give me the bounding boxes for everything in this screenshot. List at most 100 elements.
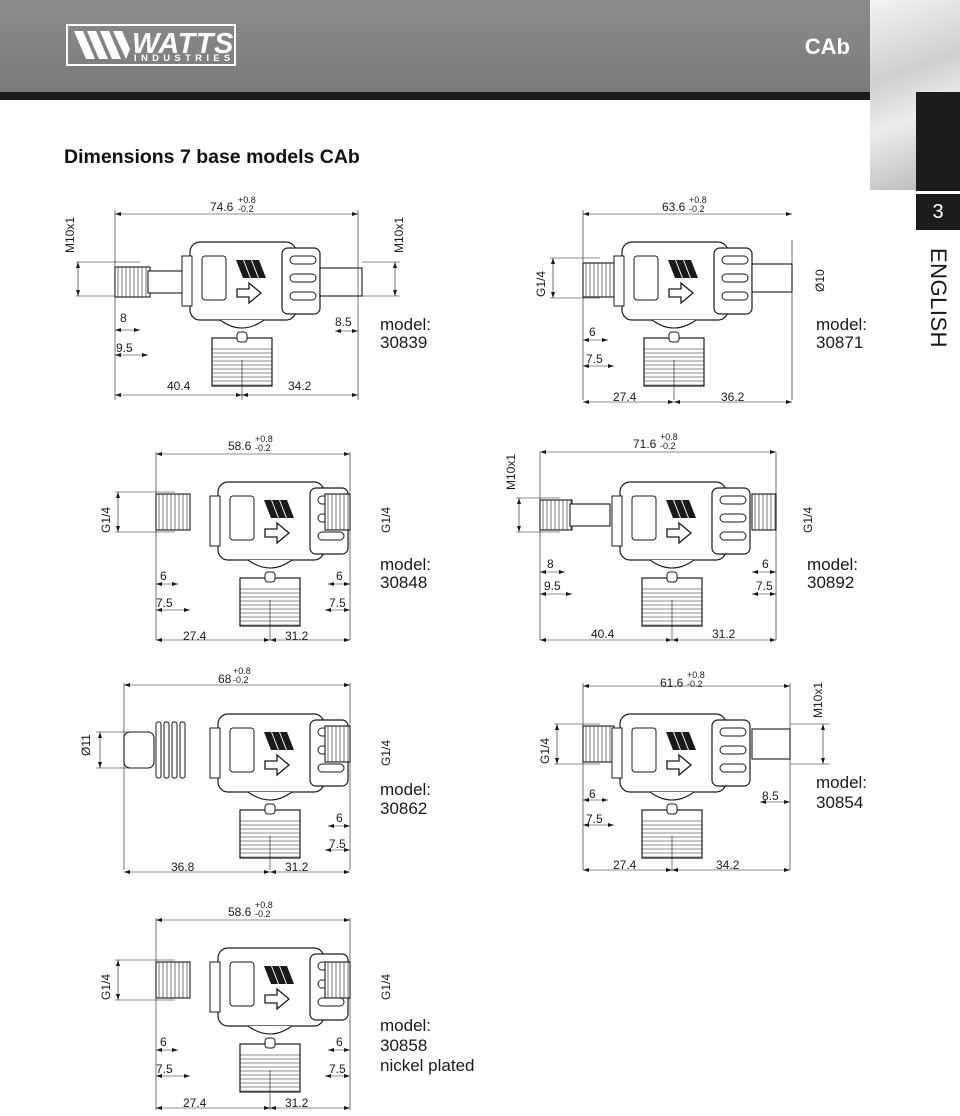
outlet-thread-label: G1/4 [379, 506, 393, 533]
port-neck [651, 319, 697, 329]
dimension-arrow [236, 393, 242, 397]
dimension-arrow [344, 870, 350, 874]
inlet-thread [582, 725, 615, 763]
bottom-dimension: 34.2 [288, 379, 312, 393]
body-logo-icon [280, 732, 294, 750]
bottom-dimension: 40.4 [591, 627, 615, 641]
dimension-arrow [821, 758, 825, 764]
body-collar [611, 495, 623, 547]
dimension-arrow [672, 868, 678, 872]
dimension-arrow [540, 450, 546, 454]
dimension-arrow [344, 1106, 350, 1110]
bottom-dimension: 27.4 [183, 1096, 207, 1110]
model-number: 30858 [380, 1036, 428, 1055]
dimension-arrow [674, 400, 680, 404]
model-number: 30871 [816, 333, 864, 352]
body-window [201, 255, 227, 301]
overall-length: 61.6 [660, 676, 684, 690]
connector-ring [163, 721, 170, 779]
connector-ring [171, 721, 178, 779]
dimension-arrow [666, 868, 672, 872]
dimension-arrow [270, 870, 276, 874]
body-logo-icon [666, 500, 680, 518]
left-dimension: 7.5 [156, 1062, 173, 1076]
model-number: 30854 [816, 793, 864, 812]
model-label: model: [816, 773, 868, 792]
left-dimension: 6 [589, 325, 596, 339]
outlet-thread-label: M10x1 [392, 216, 406, 253]
dimension-arrow [784, 800, 790, 804]
tolerance-plus: +0.8 [238, 195, 256, 205]
dimension-arrow [752, 570, 758, 574]
left-dimension: 7.5 [586, 812, 603, 826]
body-logo-icon [682, 500, 696, 518]
bottom-dimension: 31.2 [285, 1096, 309, 1110]
port-neck [247, 1025, 293, 1035]
body-logo-icon [272, 966, 286, 984]
tolerance-minus: -0.2 [238, 204, 254, 214]
body-logo-icon [244, 260, 258, 278]
dimension-arrow [142, 353, 148, 357]
bottom-dimension: 31.2 [712, 627, 736, 641]
dimension-arrow [770, 592, 776, 596]
dimension-arrow [540, 638, 546, 642]
dimension-arrow [116, 526, 120, 532]
bottom-dimension: 40.4 [167, 379, 191, 393]
dimension-arrow [156, 1074, 162, 1078]
header-title: CAb [804, 34, 850, 59]
dimension-arrow [583, 868, 589, 872]
dimension-arrow [328, 1048, 334, 1052]
dimension-arrow [602, 338, 608, 342]
dimension-arrow [555, 724, 559, 730]
overall-length: 58.6 [228, 905, 252, 919]
bottom-dimension: 36.2 [721, 390, 745, 404]
right-dimension: 7.5 [329, 596, 346, 610]
dimension-arrow [328, 824, 334, 828]
body-logo-icon [264, 966, 278, 984]
port-marker [666, 803, 678, 815]
dimension-arrow [344, 824, 350, 828]
dimension-arrow [344, 918, 350, 922]
tolerance-minus: -0.2 [660, 441, 676, 451]
outlet-thread-label: G1/4 [379, 739, 393, 766]
dimension-arrow [184, 1074, 190, 1078]
dimension-arrow [583, 798, 589, 802]
model-label: model: [807, 555, 859, 574]
nut-fin [719, 745, 747, 755]
dimension-arrow [242, 393, 248, 397]
left-dimension: 9.5 [544, 579, 561, 593]
port-neck [219, 319, 265, 329]
dimension-arrow [566, 592, 572, 596]
outlet-thread-label: M10x1 [811, 681, 825, 718]
body-collar [181, 255, 193, 307]
port-neck [649, 559, 695, 569]
dimension-arrow [770, 638, 776, 642]
nut-fin [719, 531, 747, 541]
dimension-arrow [786, 400, 792, 404]
body-logo-icon [668, 260, 682, 278]
dimension-arrow [98, 762, 102, 768]
dimension-arrow [517, 526, 521, 532]
inlet-thread [155, 493, 191, 531]
dimension-arrow [116, 492, 120, 498]
logo-brand-name: WATTS [132, 28, 234, 60]
inlet-stem [147, 270, 186, 294]
overall-length: 74.6 [210, 200, 234, 214]
model-label: model: [380, 1016, 432, 1035]
dimension-arrow [124, 870, 130, 874]
left-dimension: 6 [160, 1035, 167, 1049]
body-logo-icon [280, 966, 294, 984]
port-marker [264, 571, 276, 583]
dimension-arrow [116, 994, 120, 1000]
bottom-dimension: 27.4 [183, 629, 207, 643]
overall-length: 58.6 [228, 439, 252, 453]
right-dimension: 6 [336, 569, 343, 583]
inlet-thread-label: Ø11 [79, 734, 93, 756]
tolerance-plus: +0.8 [255, 434, 273, 444]
right-dimension: 6 [336, 811, 343, 825]
nut-fin [719, 763, 747, 773]
dimension-arrow [668, 400, 674, 404]
dimension-arrow [344, 1074, 350, 1078]
dimension-arrow [540, 592, 546, 596]
inlet-thread-label: M10x1 [504, 453, 518, 490]
